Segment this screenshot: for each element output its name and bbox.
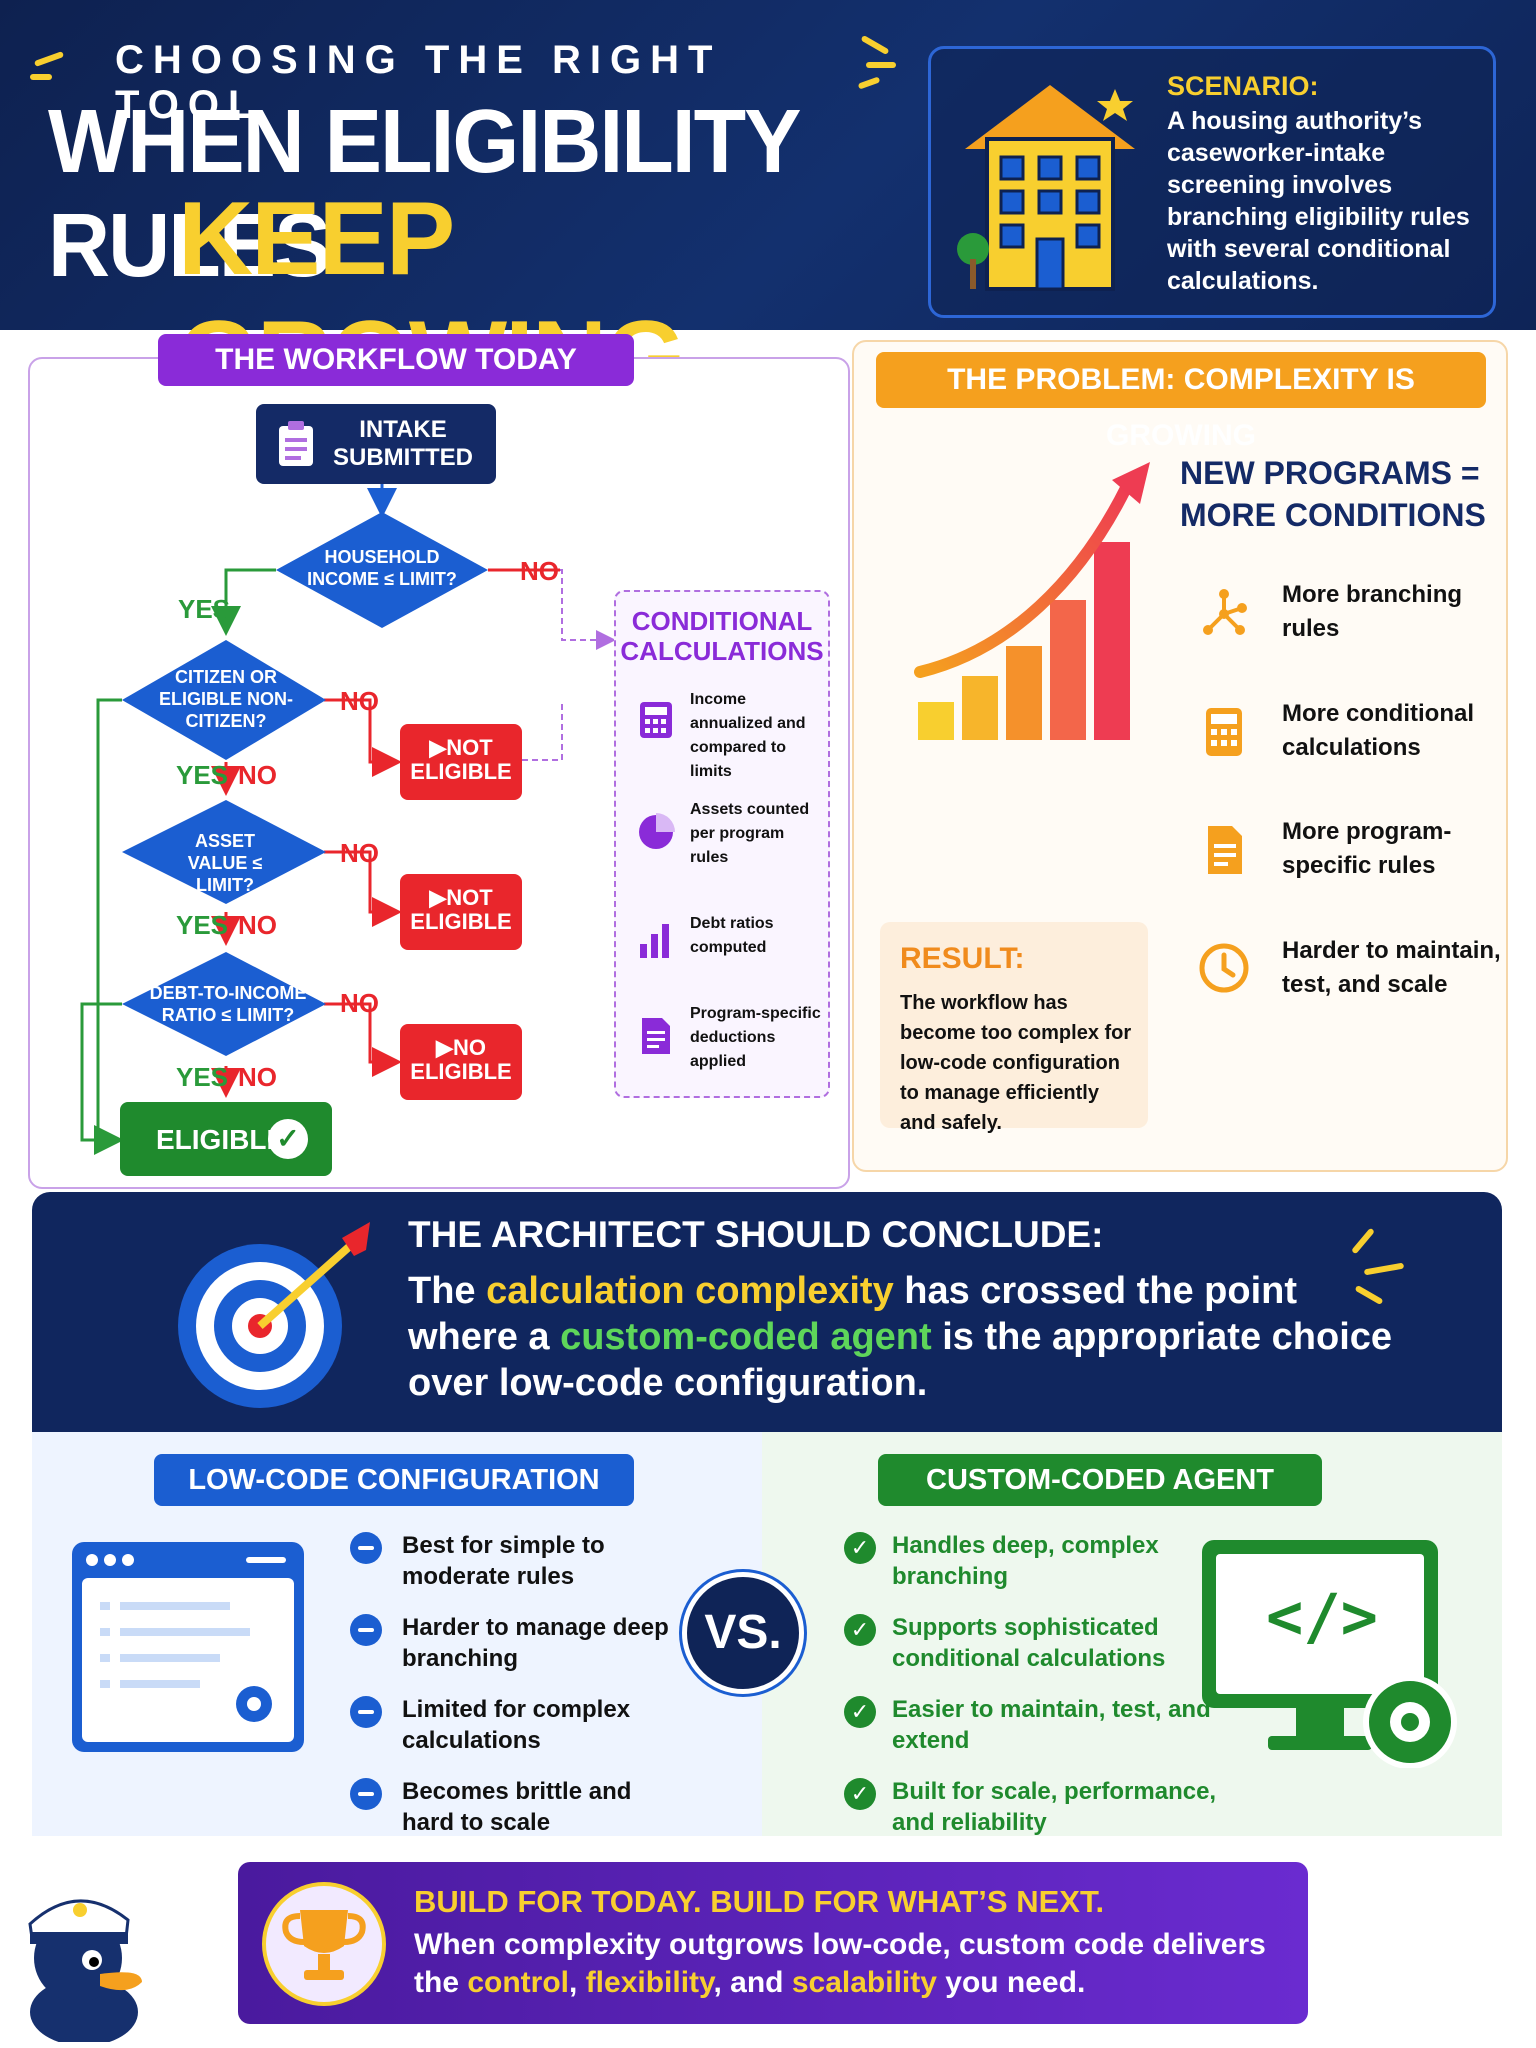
ban-icon: ▶ — [436, 1035, 453, 1060]
scenario-label: SCENARIO: — [1167, 71, 1319, 101]
workflow-title: THE WORKFLOW TODAY — [158, 334, 634, 386]
check-icon: ✓ — [844, 1696, 876, 1728]
low-code-item: Limited for complex calculations — [402, 1696, 631, 1754]
check-icon: ✓ — [268, 1119, 308, 1159]
no-label: NO — [238, 1062, 277, 1092]
no-label: NO — [238, 910, 277, 940]
minus-icon — [350, 1778, 382, 1810]
calculator-icon — [1206, 708, 1242, 756]
pie-chart-icon — [639, 813, 675, 849]
problem-item: More branching rules — [1282, 581, 1463, 642]
check-icon: ✓ — [844, 1778, 876, 1810]
yes-label: YES — [176, 910, 229, 940]
no-label: NO — [340, 988, 379, 1018]
scenario-text: A housing authority’s caseworker-intake … — [1167, 107, 1470, 295]
problem-title: THE PROBLEM: COMPLEXITY IS GROWING — [876, 352, 1486, 452]
eligible-node: ELIGIBLE ✓ — [120, 1102, 332, 1176]
ban-icon: ▶ — [429, 885, 447, 910]
custom-code-item: Built for scale, performance, and reliab… — [892, 1778, 1217, 1836]
code-monitor-icon — [1202, 1540, 1457, 1768]
footer-title: BUILD FOR TODAY. BUILD FOR WHAT’S NEXT. — [414, 1884, 1105, 1919]
branch-icon — [1203, 589, 1247, 635]
conclusion-title: THE ARCHITECT SHOULD CONCLUDE: — [408, 1214, 1104, 1255]
minus-icon — [350, 1614, 382, 1646]
building-icon — [957, 85, 1135, 291]
growth-chart-illustration — [914, 462, 1150, 740]
highlight-calculation-complexity: calculation complexity — [486, 1270, 894, 1312]
bar-chart-icon — [640, 924, 669, 958]
problem-item: Harder to maintain, test, and scale — [1282, 937, 1501, 998]
check-icon: ✓ — [844, 1532, 876, 1564]
clock-icon — [1199, 943, 1249, 993]
conditional-calculations-box: CONDITIONAL CALCULATIONS Income annualiz… — [614, 590, 830, 1098]
low-code-item: Best for simple to moderate rules — [402, 1532, 605, 1590]
highlight-flexibility: flexibility — [585, 1966, 714, 1999]
title-line-1: WHEN ELIGIBILITY RULES — [48, 91, 800, 296]
clipboard-icon — [279, 421, 313, 466]
conditional-title: CONDITIONAL CALCULATIONS — [620, 606, 824, 666]
custom-code-item: Handles deep, complex branching — [892, 1532, 1159, 1590]
conditional-item: Debt ratios computed — [690, 915, 774, 956]
target-icon — [178, 1222, 370, 1408]
highlight-custom-coded-agent: custom-coded agent — [560, 1316, 932, 1358]
not-eligible-box: ▶NOT ELIGIBLE — [400, 724, 522, 800]
highlight-scalability: scalability — [791, 1966, 937, 1999]
decision-citizen: CITIZEN OR ELIGIBLE NON-CITIZEN? — [159, 667, 293, 731]
new-programs-headline: NEW PROGRAMS = MORE CONDITIONS — [1180, 455, 1486, 533]
scenario-card: SCENARIO: A housing authority’s casework… — [928, 46, 1496, 318]
conditional-item: Income annualized and compared to limits — [690, 691, 806, 780]
calculator-icon — [640, 702, 672, 738]
yes-label: YES — [176, 1062, 229, 1092]
result-text: The workflow has become too complex for … — [900, 992, 1132, 1134]
document-icon — [642, 1018, 670, 1054]
minus-icon — [350, 1696, 382, 1728]
decision-asset: ASSET VALUE ≤ LIMIT? — [187, 831, 263, 895]
header-banner: CHOOSING THE RIGHT TOOL WHEN ELIGIBILITY… — [0, 0, 1536, 416]
intake-label: INTAKE SUBMITTED — [333, 416, 473, 471]
intake-submitted-node: INTAKE SUBMITTED — [256, 404, 496, 484]
vs-badge: VS. — [682, 1572, 804, 1694]
result-label: RESULT: — [900, 942, 1025, 975]
problem-panel — [852, 340, 1508, 1172]
conditional-item: Assets counted per program rules — [690, 801, 810, 866]
low-code-item: Harder to manage deep branching — [402, 1614, 669, 1672]
check-icon: ✓ — [844, 1614, 876, 1646]
no-label: NO — [520, 556, 559, 586]
conclusion-banner: THE ARCHITECT SHOULD CONCLUDE: The calcu… — [32, 1192, 1502, 1432]
yes-label: YES — [178, 594, 231, 624]
trophy-icon — [262, 1882, 386, 2006]
custom-code-item: Supports sophisticated conditional calcu… — [892, 1614, 1166, 1672]
footer-text: When complexity outgrows low-code, custo… — [414, 1928, 1266, 1999]
eligible-label: ELIGIBLE — [156, 1124, 286, 1155]
no-label: NO — [238, 760, 277, 790]
document-icon — [1208, 826, 1242, 874]
decision-debt: DEBT-TO-INCOME RATIO ≤ LIMIT? — [149, 983, 307, 1025]
ban-icon: ▶ — [429, 735, 447, 760]
problem-item: More conditional calculations — [1282, 700, 1474, 761]
custom-code-title: CUSTOM-CODED AGENT — [878, 1454, 1322, 1506]
no-label: NO — [340, 686, 379, 716]
kicker-text: CHOOSING THE RIGHT TOOL — [115, 38, 722, 127]
not-eligible-box: ▶NOT ELIGIBLE — [400, 874, 522, 950]
low-code-item: Becomes brittle and hard to scale — [402, 1778, 632, 1836]
duck-captain-mascot — [28, 1899, 142, 2042]
yes-label: YES — [176, 760, 229, 790]
not-eligible-box: ▶NO ELIGIBLE — [400, 1024, 522, 1100]
conditional-item: Program-specific deductions applied — [690, 1005, 821, 1070]
highlight-control: control — [467, 1966, 570, 1999]
result-box: RESULT: The workflow has become too comp… — [880, 922, 1148, 1134]
decision-income: HOUSEHOLD INCOME ≤ LIMIT? — [307, 547, 457, 589]
footer-banner: BUILD FOR TODAY. BUILD FOR WHAT’S NEXT. … — [238, 1862, 1308, 2024]
minus-icon — [350, 1532, 382, 1564]
low-code-title: LOW-CODE CONFIGURATION — [154, 1454, 634, 1506]
conclusion-text: The calculation complexity has crossed t… — [408, 1270, 1393, 1404]
custom-code-item: Easier to maintain, test, and extend — [892, 1696, 1211, 1754]
no-label: NO — [340, 838, 379, 868]
low-code-window-icon — [72, 1542, 304, 1752]
code-symbol: </> — [1266, 1580, 1378, 1653]
problem-item: More program-specific rules — [1282, 818, 1452, 879]
